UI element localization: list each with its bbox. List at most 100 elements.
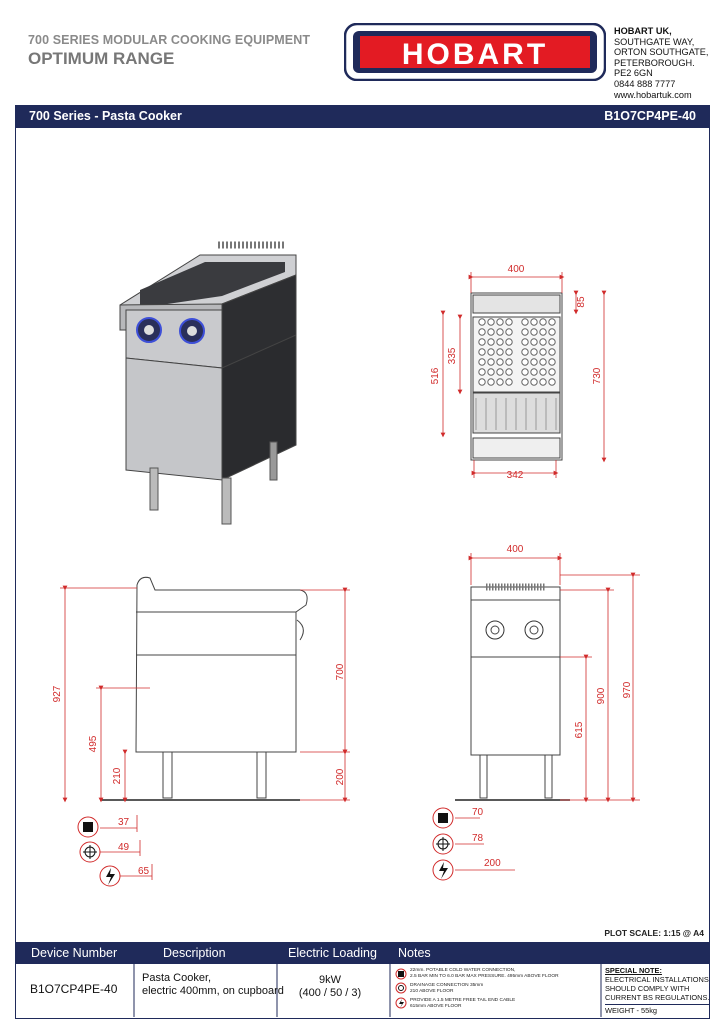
basket-hole	[505, 318, 513, 326]
basket-hole	[487, 358, 495, 366]
basket-hole	[505, 328, 513, 336]
dim-side-body-height: 700	[335, 663, 346, 680]
basket-hole	[478, 348, 486, 356]
basket-hole	[487, 378, 495, 386]
title-band: 700 Series - Pasta Cooker B1O7CP4PE-40	[15, 105, 710, 128]
dim-front-total-height: 970	[622, 681, 633, 698]
front-dimensions	[455, 553, 640, 871]
basket-hole	[530, 368, 538, 376]
basket-hole	[548, 358, 556, 366]
dim-front-width: 400	[507, 544, 524, 555]
basket-hole	[521, 318, 529, 326]
basket-hole	[496, 338, 504, 346]
basket-hole	[487, 338, 495, 346]
basket-hole	[539, 348, 547, 356]
basket-hole	[487, 318, 495, 326]
description-line-1: Pasta Cooker,	[142, 972, 212, 984]
svg-text:HOBART: HOBART	[402, 38, 548, 71]
dim-plan-inner-width: 342	[507, 470, 524, 481]
basket-hole	[505, 378, 513, 386]
electric-icon	[399, 999, 404, 1008]
dim-side-water-offset: 37	[118, 817, 130, 828]
dim-plan-inner-depth: 516	[430, 367, 441, 384]
basket-hole	[539, 358, 547, 366]
basket-hole	[530, 348, 538, 356]
dim-plan-basket-depth: 335	[447, 347, 458, 364]
dim-front-drain-offset: 78	[472, 833, 484, 844]
range-heading: OPTIMUM RANGE	[28, 49, 175, 68]
header-description: Description	[163, 946, 226, 960]
basket-hole	[478, 338, 486, 346]
dim-side-total-height: 927	[52, 685, 63, 702]
basket-hole	[478, 378, 486, 386]
side-view	[100, 576, 308, 801]
dim-side-drain-offset: 49	[118, 842, 130, 853]
basket-hole	[487, 348, 495, 356]
product-code: B1O7CP4PE-40	[604, 109, 696, 123]
table-grid	[133, 964, 602, 1017]
basket-hole	[496, 318, 504, 326]
dim-plan-width: 400	[508, 264, 525, 275]
basket-hole	[505, 338, 513, 346]
basket-hole	[539, 328, 547, 336]
side-dimensions	[60, 585, 350, 880]
basket-hole	[539, 368, 547, 376]
basket-hole	[521, 338, 529, 346]
water-icon	[438, 813, 448, 823]
device-number: B1O7CP4PE-40	[30, 982, 118, 996]
plan-dimensions	[440, 272, 607, 478]
product-title: 700 Series - Pasta Cooker	[29, 109, 182, 123]
dim-side-elec-offset: 65	[138, 866, 150, 877]
basket-hole	[487, 368, 495, 376]
basket-hole	[548, 338, 556, 346]
dim-front-elec-offset: 200	[484, 858, 501, 869]
loading-supply: (400 / 50 / 3)	[298, 987, 362, 999]
side-connection-symbols	[77, 816, 121, 887]
dim-side-connection-height: 495	[88, 735, 99, 752]
basket-hole	[521, 348, 529, 356]
basket-hole	[478, 368, 486, 376]
header-device-number: Device Number	[31, 946, 118, 960]
basket-hole	[478, 318, 486, 326]
basket-hole	[521, 368, 529, 376]
special-note: SPECIAL NOTE: ELECTRICAL INSTALLATIONS S…	[605, 966, 710, 1015]
basket-hole	[539, 378, 547, 386]
basket-hole	[521, 358, 529, 366]
dim-plan-rear-strip: 85	[576, 296, 587, 308]
drain-icon	[398, 985, 404, 991]
basket-hole	[530, 318, 538, 326]
basket-hole	[496, 358, 504, 366]
basket-hole	[539, 318, 547, 326]
basket-hole	[487, 328, 495, 336]
basket-hole	[530, 358, 538, 366]
basket-hole	[478, 358, 486, 366]
dim-front-work-height: 900	[596, 687, 607, 704]
electric-icon	[439, 862, 448, 879]
basket-hole	[548, 378, 556, 386]
front-connection-symbols	[432, 807, 454, 881]
basket-hole	[496, 378, 504, 386]
hobart-logo: HOBART	[344, 23, 606, 81]
basket-hole	[530, 328, 538, 336]
plot-scale: PLOT SCALE: 1:15 @ A4	[604, 928, 704, 938]
basket-hole	[548, 318, 556, 326]
notes-icons	[395, 968, 407, 1009]
description-line-2: electric 400mm, on cupboard	[142, 985, 284, 997]
basket-hole	[548, 368, 556, 376]
dim-side-leg-height-right: 200	[335, 768, 346, 785]
basket-hole	[505, 368, 513, 376]
basket-hole	[505, 358, 513, 366]
header-notes: Notes	[398, 946, 431, 960]
basket-hole	[496, 368, 504, 376]
header-electric-loading: Electric Loading	[288, 946, 377, 960]
basket-hole	[548, 348, 556, 356]
loading-power: 9kW	[319, 974, 341, 986]
basket-hole	[496, 348, 504, 356]
basket-hole	[521, 378, 529, 386]
dim-side-leg-height: 210	[112, 767, 123, 784]
dim-plan-depth: 730	[592, 367, 603, 384]
basket-hole	[530, 378, 538, 386]
dim-front-water-offset: 70	[472, 807, 484, 818]
